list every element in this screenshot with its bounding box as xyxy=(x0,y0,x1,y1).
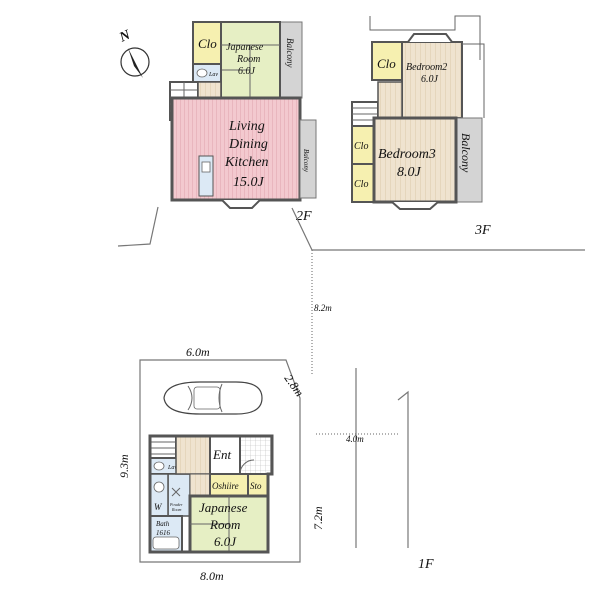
closet-2f-label: Clo xyxy=(198,36,217,51)
closet-3f-top-label: Clo xyxy=(377,56,396,71)
plan-3f: Clo Bedroom2 6.0J Balcony DN Clo Clo Bed… xyxy=(351,15,491,238)
parked-car-icon xyxy=(163,381,263,415)
road-line-right-b xyxy=(397,390,409,548)
stairs-1f xyxy=(149,435,177,459)
powder-room-line1: Powder xyxy=(169,502,183,507)
porch-tile-1f xyxy=(239,435,273,475)
bay-window-2f xyxy=(221,199,261,209)
washbasin-icon xyxy=(153,481,165,493)
bedroom3-3f-line1: Bedroom3 xyxy=(378,147,436,162)
balcony-side-2f-label: Balcony xyxy=(302,149,310,173)
entrance-door-swing xyxy=(239,459,255,475)
dim-80-label: 8.0m xyxy=(200,569,224,583)
tatami-lines-1f xyxy=(190,496,230,552)
floor-label-3f: 3F xyxy=(474,223,491,238)
toilet-1f-icon xyxy=(153,461,165,471)
hall-3f xyxy=(377,81,403,121)
ldk-2f xyxy=(170,96,302,202)
ldk-2f-line4: 15.0J xyxy=(233,175,265,190)
japanese-room-2f-line1: Japanese xyxy=(226,42,264,53)
plan-1f: 6.0m 2.8m 9.3m 7.2m 8.0m 1F UP Lav Powde… xyxy=(117,345,434,583)
site-boundary-1f xyxy=(139,359,301,563)
bedroom3-3f-line2: 8.0J xyxy=(397,165,422,180)
dim-60-label: 6.0m xyxy=(186,345,210,359)
north-label: N xyxy=(116,27,133,46)
road-line-top xyxy=(117,206,159,247)
japanese-room-1f-line3: 6.0J xyxy=(214,534,237,549)
balcony-3f-rail xyxy=(462,43,485,118)
balcony-side-2f xyxy=(299,119,317,199)
tatami-lines-2f xyxy=(221,44,280,98)
bath-line1: Bath xyxy=(156,520,170,528)
toilet-icon xyxy=(196,68,208,78)
closet-3f-b-label: Clo xyxy=(354,179,368,190)
dim-93-label: 9.3m xyxy=(117,454,131,478)
sink-icon xyxy=(201,161,211,173)
roof-outline-3f xyxy=(369,15,481,60)
bedroom2-3f-line2: 6.0J xyxy=(421,74,439,85)
bedroom2-3f xyxy=(401,41,463,119)
north-arrow-icon xyxy=(128,48,143,78)
lavatory-1f-label: Lav xyxy=(167,465,177,471)
bay-window-3f-bottom xyxy=(391,201,439,210)
compass-circle xyxy=(120,47,150,77)
bath-line2: 1616 xyxy=(156,529,171,537)
balcony-3f-label: Balcony xyxy=(459,133,473,173)
oshiire-1f-label: Oshiire xyxy=(212,481,239,491)
powder-x-mark xyxy=(171,487,181,497)
closet-3f-a-label: Clo xyxy=(354,141,368,152)
japanese-room-2f-line2: Room xyxy=(236,54,260,65)
dim-40-label: 4.0m xyxy=(346,434,364,444)
washer-label: W xyxy=(154,502,163,512)
entrance-1f-label: Ent xyxy=(212,447,231,462)
north-arrow: N xyxy=(116,27,150,78)
dim-82-label: 8.2m xyxy=(314,303,332,313)
hall-1f xyxy=(175,435,211,475)
japanese-room-1f-line2: Room xyxy=(209,517,240,532)
bedroom2-3f-line1: Bedroom2 xyxy=(406,62,447,73)
stair-treads-1f xyxy=(150,441,176,455)
balcony-top-2f-label: Balcony xyxy=(285,38,295,68)
ldk-2f-line3: Kitchen xyxy=(224,155,269,170)
floor-label-1f: 1F xyxy=(418,557,434,572)
japanese-room-1f-line1: Japanese xyxy=(199,500,248,515)
bay-window-3f-top xyxy=(407,33,453,43)
road-line-mid xyxy=(291,207,585,251)
exterior-wall-1f xyxy=(148,434,274,554)
lavatory-2f-label: Lav xyxy=(208,72,218,78)
japanese-room-2f-line3: 6.0J xyxy=(238,66,256,77)
bedroom3-3f xyxy=(372,116,458,204)
plan-2f: Balcony Clo Japanese Room 6.0J Lav UP DN… xyxy=(169,21,317,224)
storage-1f-label: Sto xyxy=(250,481,262,491)
ldk-2f-line1: Living xyxy=(228,119,265,134)
balcony-3f xyxy=(455,117,483,203)
dim-72-label: 7.2m xyxy=(311,506,325,530)
powder-room-line2: Room xyxy=(171,507,181,512)
floor-label-2f: 2F xyxy=(296,209,312,224)
ldk-2f-line2: Dining xyxy=(228,137,268,152)
road-lines: 8.2m 4.0m xyxy=(117,206,585,548)
dim-28-label: 2.8m xyxy=(282,372,307,400)
bathtub-icon xyxy=(152,536,180,550)
